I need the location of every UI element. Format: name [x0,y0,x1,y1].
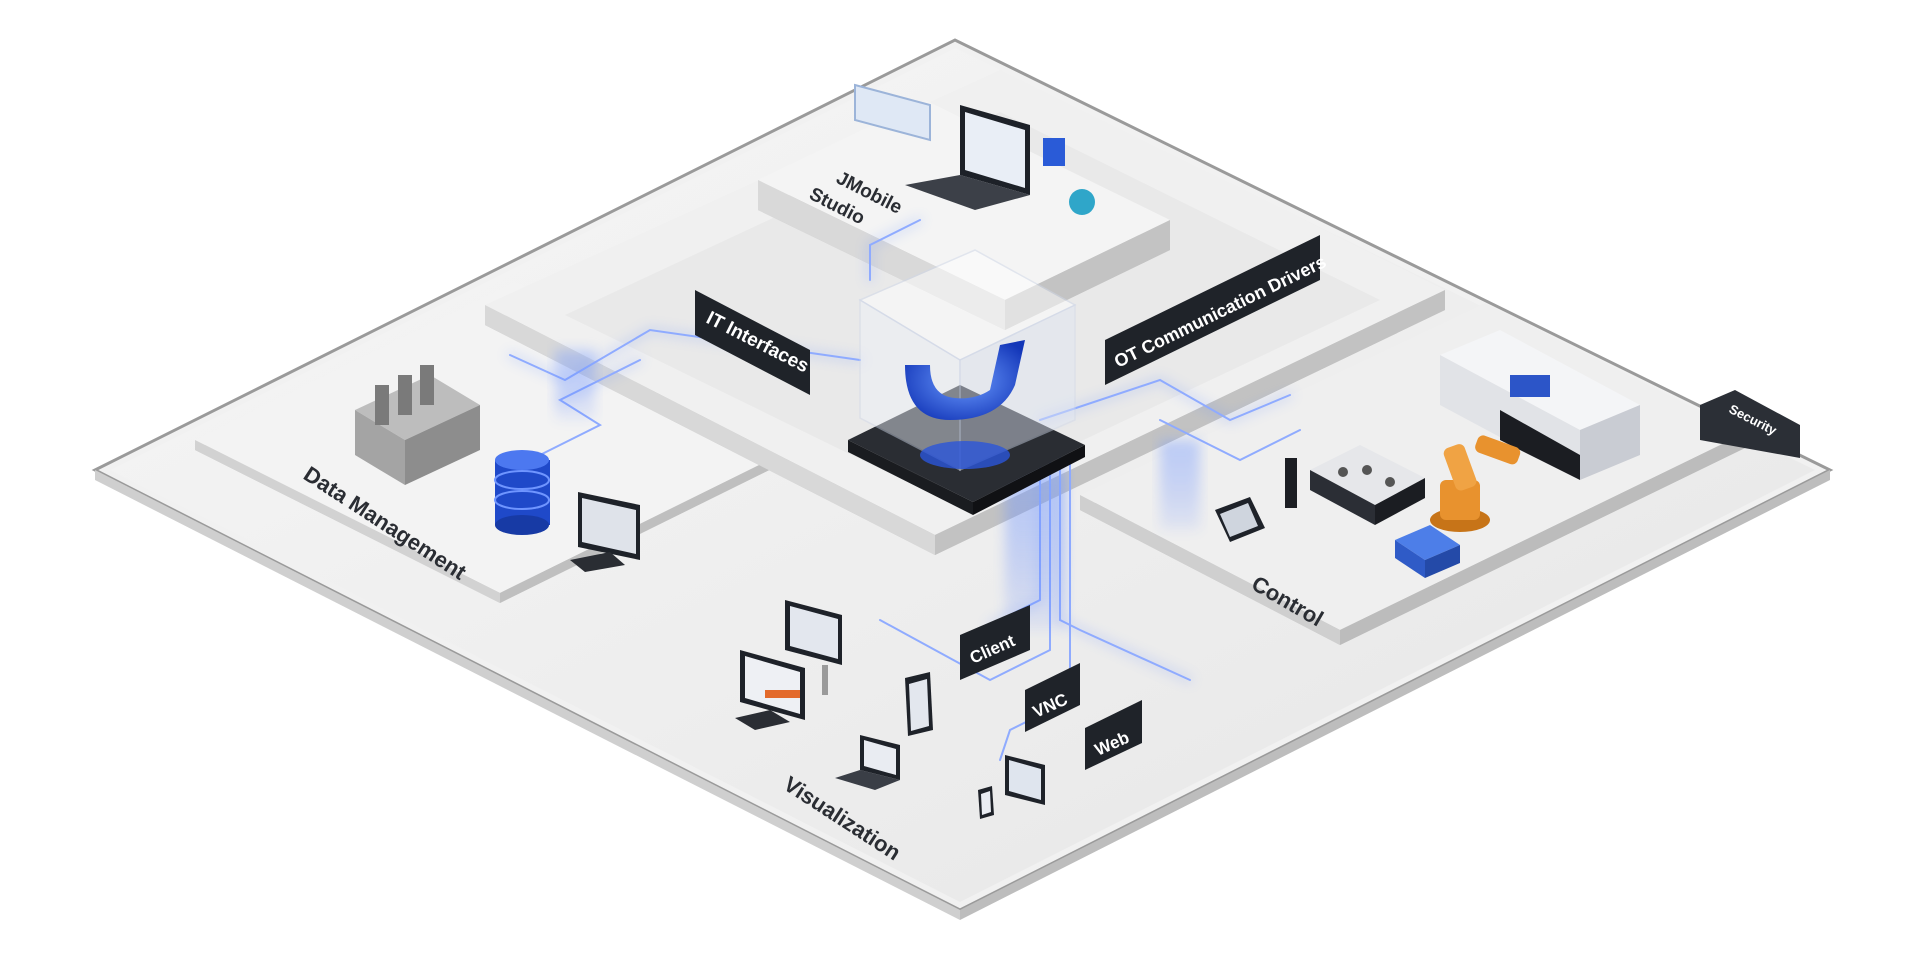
panel-pc-icon [785,600,842,695]
phone-icon [978,786,994,819]
desktop-monitor-icon [570,492,640,572]
database-icon [494,450,550,535]
tag-client: Client [960,605,1030,680]
injection-machine-icon [1440,330,1640,480]
robot-arm-icon [1430,435,1521,532]
glow-columns [555,350,1200,630]
tablet-icon [1005,755,1045,805]
data-management-objects [355,365,640,572]
gauge-icon [1069,189,1095,215]
desktop-monitor-icon [735,650,805,730]
hmi-panel-icon [1215,497,1265,542]
laptop-icon [835,735,900,790]
servo-drive-icon [1310,445,1425,525]
drive-unit-icon [1395,525,1460,578]
window-icon [854,83,931,142]
tablet-icon [1043,138,1065,166]
control-objects [1215,330,1640,578]
laptop-icon [905,105,1030,210]
sensor-icon [1285,458,1297,508]
factory-icon [355,365,480,485]
visualization-devices [735,600,1045,819]
jmobile-devices [854,83,1095,215]
cube-logo-icon [848,249,1085,515]
tablet-icon [905,672,933,736]
